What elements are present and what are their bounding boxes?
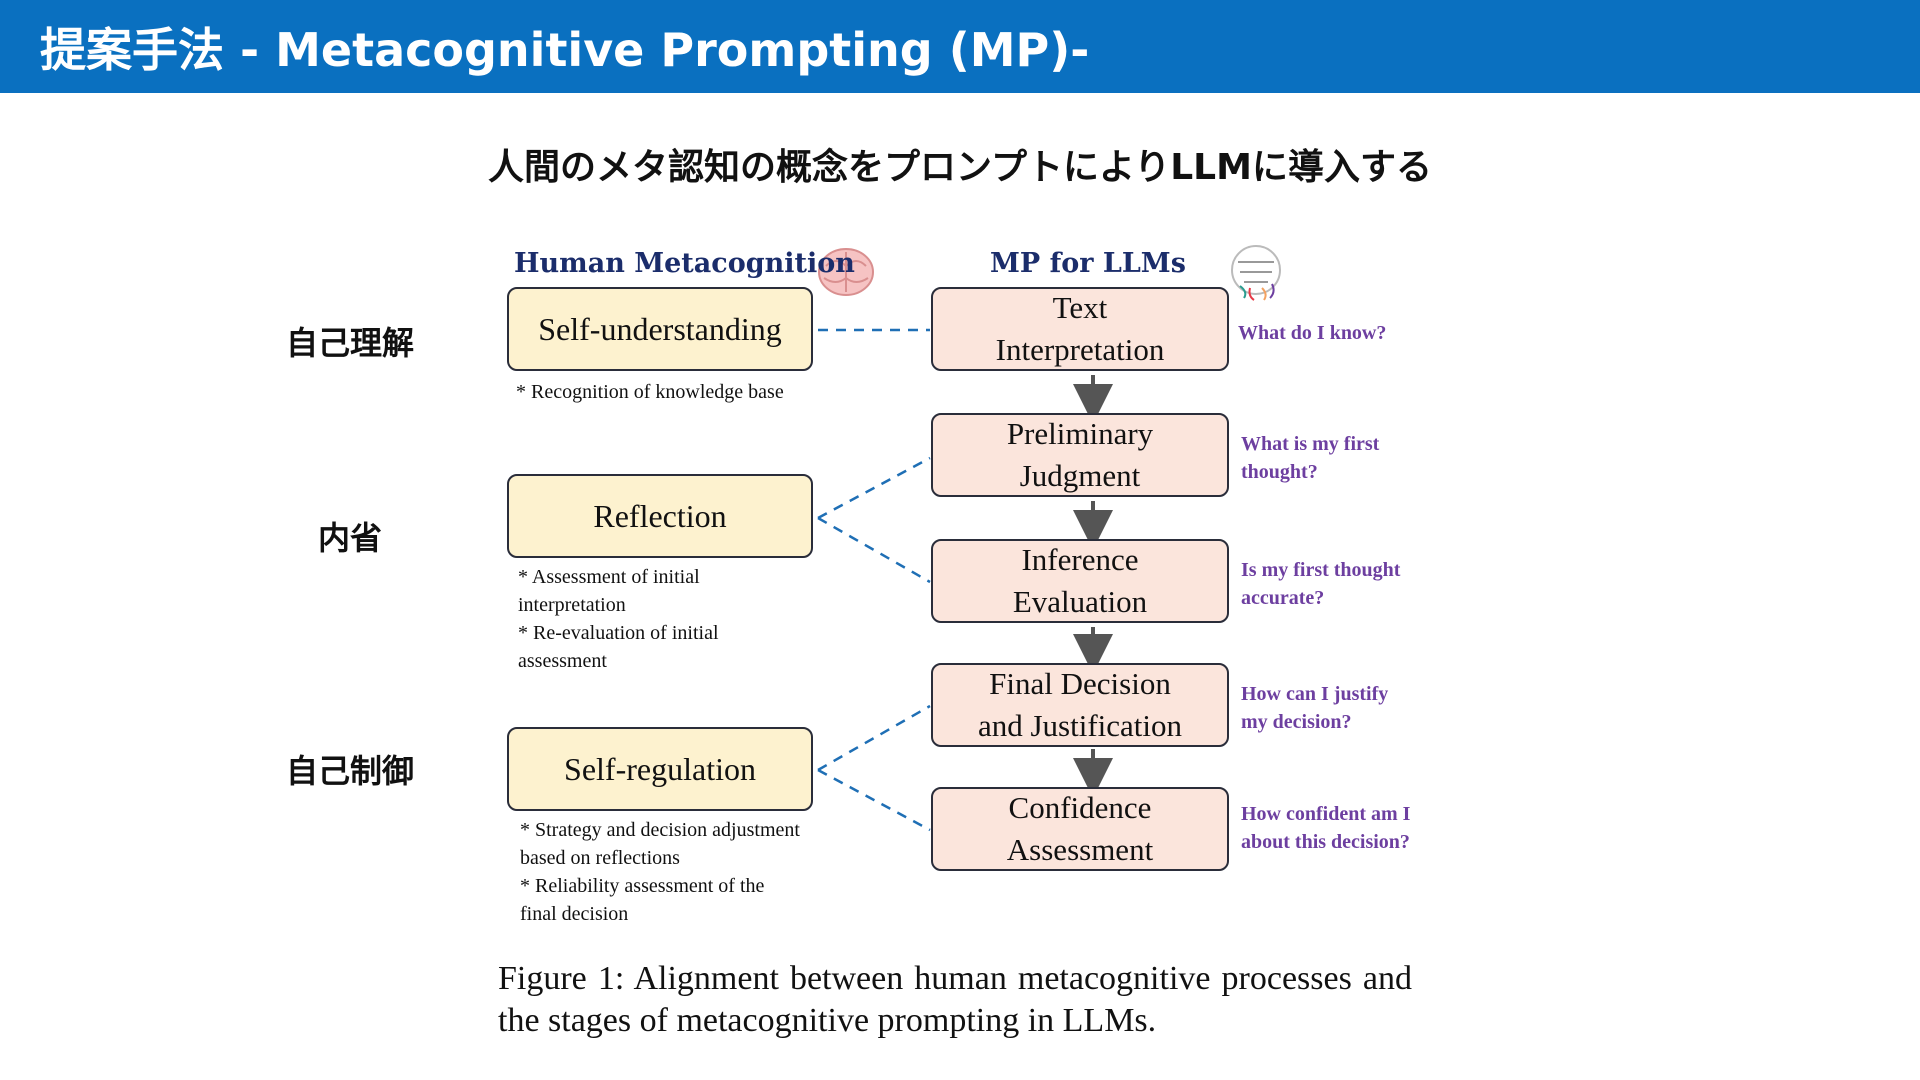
question-preliminary-judgment: What is my first thought? bbox=[1241, 430, 1461, 486]
stage-line: Assessment bbox=[1006, 832, 1154, 867]
self-regulation-box: Self-regulation bbox=[507, 727, 813, 811]
mp-for-llms-heading: MP for LLMs bbox=[990, 248, 1186, 279]
question-inference-evaluation: Is my first thought accurate? bbox=[1241, 556, 1461, 612]
question-final-decision: How can I justify my decision? bbox=[1241, 680, 1461, 736]
reflection-notes: * Assessment of initial interpretation *… bbox=[518, 563, 858, 675]
connector-reflection-preliminary-judgment bbox=[817, 456, 931, 520]
question-line: What is my first bbox=[1241, 433, 1380, 455]
note-line: final decision bbox=[520, 903, 629, 925]
self-understanding-box: Self-understanding bbox=[507, 287, 813, 371]
brain-icon bbox=[818, 248, 874, 296]
mp-stage-final-decision: Final Decision and Justification bbox=[931, 663, 1229, 747]
note-line: * Assessment of initial bbox=[518, 566, 700, 588]
slide-title: 提案手法 - Metacognitive Prompting (MP)- bbox=[40, 23, 1090, 77]
stage-line: Confidence bbox=[1008, 790, 1152, 825]
note-line: * Reliability assessment of the bbox=[520, 875, 765, 897]
connector-self-regulation-confidence bbox=[817, 768, 931, 832]
human-metacognition-heading: Human Metacognition bbox=[514, 248, 855, 279]
connector-self-regulation-final-decision bbox=[817, 704, 931, 772]
question-line: about this decision? bbox=[1241, 831, 1410, 853]
stage-line: Judgment bbox=[1019, 458, 1141, 493]
self-understanding-notes: * Recognition of knowledge base bbox=[516, 378, 856, 406]
note-line: * Recognition of knowledge base bbox=[516, 381, 784, 403]
question-line: accurate? bbox=[1241, 587, 1325, 609]
connector-reflection-inference-evaluation bbox=[817, 516, 931, 584]
note-line: based on reflections bbox=[520, 847, 680, 869]
question-line: How can I justify bbox=[1241, 683, 1389, 705]
question-line: What do I know? bbox=[1238, 322, 1387, 344]
stage-line: Final Decision bbox=[989, 666, 1171, 701]
side-label-reflection: 内省 bbox=[317, 519, 382, 557]
figure-caption: Figure 1: Alignment between human metaco… bbox=[498, 960, 1412, 1039]
self-regulation-label: Self-regulation bbox=[564, 750, 756, 787]
stage-line: Preliminary bbox=[1006, 416, 1154, 451]
stage-line: Inference bbox=[1021, 542, 1139, 577]
question-line: Is my first thought bbox=[1241, 559, 1401, 581]
note-line: * Re-evaluation of initial bbox=[518, 622, 719, 644]
question-confidence-assessment: How confident am I about this decision? bbox=[1241, 800, 1461, 856]
stage-line: Evaluation bbox=[1012, 584, 1148, 619]
reflection-box: Reflection bbox=[507, 474, 813, 558]
note-line: * Strategy and decision adjustment bbox=[520, 819, 800, 841]
self-understanding-label: Self-understanding bbox=[538, 310, 782, 347]
stage-line: and Justification bbox=[977, 708, 1183, 743]
side-label-self-regulation: 自己制御 bbox=[285, 752, 414, 790]
stage-line: Interpretation bbox=[995, 332, 1165, 367]
reflection-label: Reflection bbox=[593, 497, 727, 534]
title-bar: 提案手法 - Metacognitive Prompting (MP)- bbox=[0, 0, 1920, 93]
question-line: thought? bbox=[1241, 461, 1318, 483]
note-line: interpretation bbox=[518, 594, 626, 616]
side-label-self-understanding: 自己理解 bbox=[285, 324, 414, 362]
note-line: assessment bbox=[518, 650, 607, 672]
self-regulation-notes: * Strategy and decision adjustment based… bbox=[520, 816, 860, 928]
question-line: my decision? bbox=[1241, 711, 1352, 733]
question-line: How confident am I bbox=[1241, 803, 1411, 825]
question-text-interpretation: What do I know? bbox=[1238, 319, 1458, 347]
stage-line: Text bbox=[1052, 290, 1108, 325]
neural-network-icon bbox=[1231, 245, 1281, 301]
slide-subtitle: 人間のメタ認知の概念をプロンプトによりLLMに導入する bbox=[488, 147, 1432, 188]
